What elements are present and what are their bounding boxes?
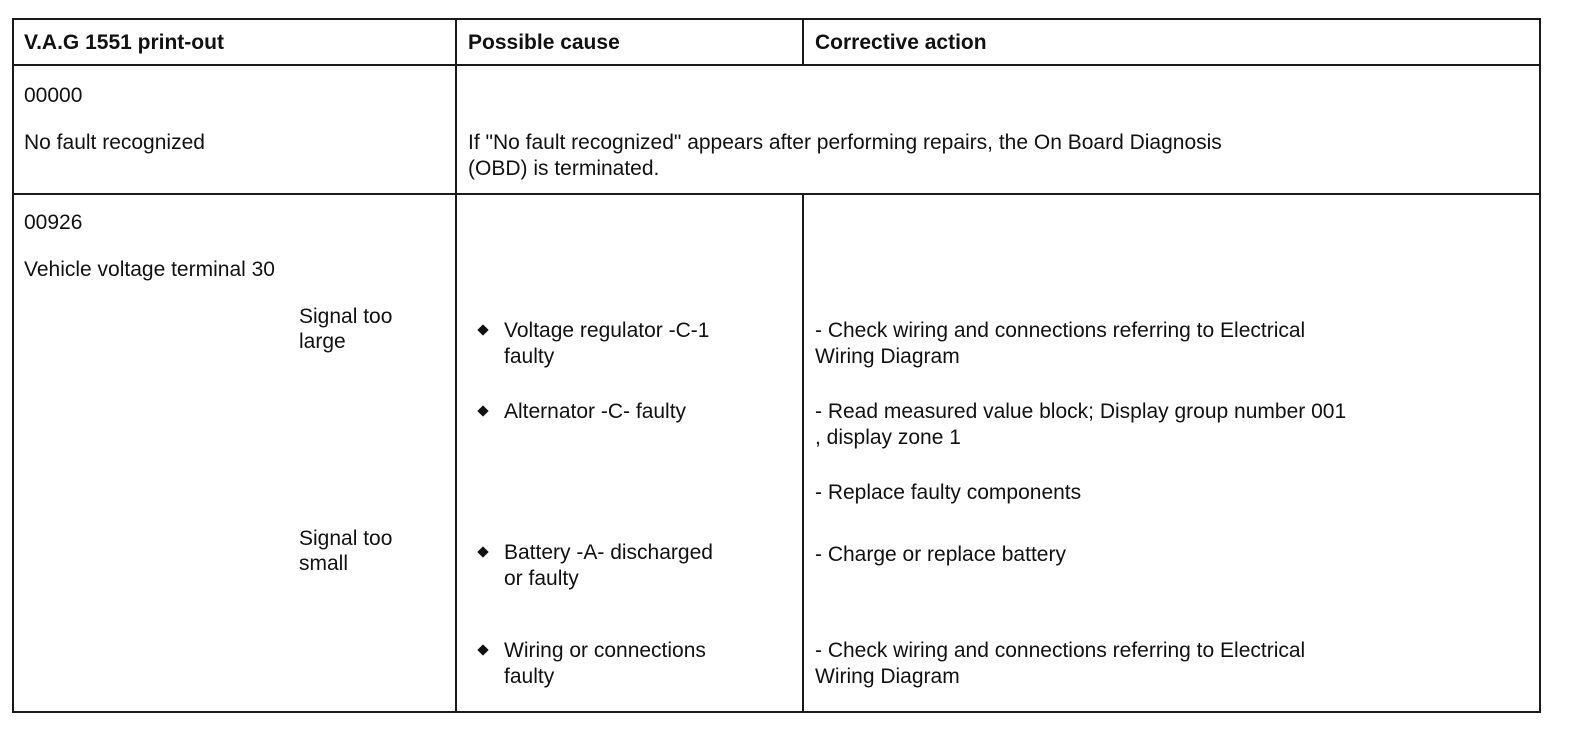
cause-4-line2: faulty xyxy=(504,665,555,688)
bullet-icon xyxy=(477,644,489,656)
action-5-line1: - Check wiring and connections referring… xyxy=(815,639,1306,662)
cause-3-line1: Battery -A- discharged xyxy=(504,541,713,564)
no-fault-note-line2: (OBD) is terminated. xyxy=(468,157,660,180)
signal-too-large-line2: large xyxy=(299,330,346,353)
no-fault-note-line1: If "No fault recognized" appears after p… xyxy=(468,131,1222,154)
action-2-line1: - Read measured value block; Display gro… xyxy=(815,400,1347,423)
header-corrective-action: Corrective action xyxy=(815,31,987,54)
signal-too-small-line1: Signal too xyxy=(299,527,393,550)
row1-divider xyxy=(14,193,1539,195)
action-5-line2: Wiring Diagram xyxy=(815,665,960,688)
fault-code-00926: 00926 xyxy=(24,211,83,234)
action-3-line1: - Replace faulty components xyxy=(815,481,1082,504)
signal-too-large-line1: Signal too xyxy=(299,305,393,328)
cause-2-line1: Alternator -C- faulty xyxy=(504,400,687,423)
header-printout: V.A.G 1551 print-out xyxy=(24,31,224,54)
bullet-icon xyxy=(477,324,489,336)
cause-3-line2: or faulty xyxy=(504,567,579,590)
fault-table: V.A.G 1551 print-out Possible cause Corr… xyxy=(12,18,1541,713)
cause-1-line1: Voltage regulator -C-1 xyxy=(504,319,710,342)
column-divider-cause-header xyxy=(802,20,804,65)
action-1-line2: Wiring Diagram xyxy=(815,345,960,368)
column-divider-cause-body xyxy=(802,193,804,711)
bullet-icon xyxy=(477,405,489,417)
bullet-icon xyxy=(477,546,489,558)
action-2-line2: , display zone 1 xyxy=(815,426,961,449)
fault-label-vehicle-voltage: Vehicle voltage terminal 30 xyxy=(24,258,275,281)
action-4-line1: - Charge or replace battery xyxy=(815,543,1066,566)
cause-4-line1: Wiring or connections xyxy=(504,639,706,662)
header-divider xyxy=(14,64,1539,66)
cause-1-line2: faulty xyxy=(504,345,555,368)
signal-too-small-line2: small xyxy=(299,552,349,575)
action-1-line1: - Check wiring and connections referring… xyxy=(815,319,1306,342)
fault-code-00000: 00000 xyxy=(24,84,83,107)
fault-label-no-fault: No fault recognized xyxy=(24,131,205,154)
header-possible-cause: Possible cause xyxy=(468,31,620,54)
column-divider-printout xyxy=(455,20,457,711)
